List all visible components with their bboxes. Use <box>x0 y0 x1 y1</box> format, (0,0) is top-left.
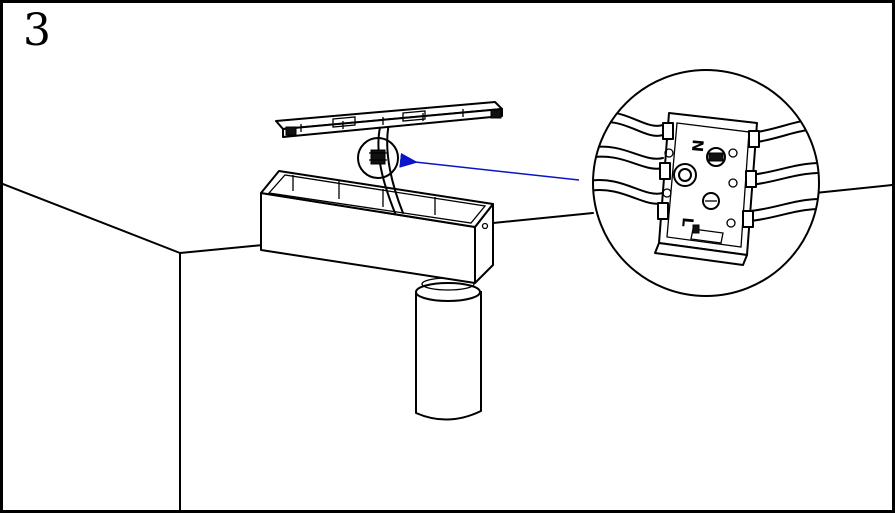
spotlight-icon <box>415 277 482 421</box>
track-connector-icon <box>275 101 503 138</box>
wires <box>377 122 404 214</box>
live-label: L <box>678 217 697 229</box>
illustration: N L <box>3 69 892 510</box>
magnified-inset: N L <box>592 69 820 297</box>
adapter-box <box>260 170 494 284</box>
terminal-block-icon: N L <box>654 112 760 266</box>
neutral-label: N <box>688 139 707 153</box>
callout-circle <box>357 137 399 179</box>
step-number: 3 <box>23 5 51 56</box>
room-lines <box>3 183 892 510</box>
arrow-icon <box>399 152 580 181</box>
